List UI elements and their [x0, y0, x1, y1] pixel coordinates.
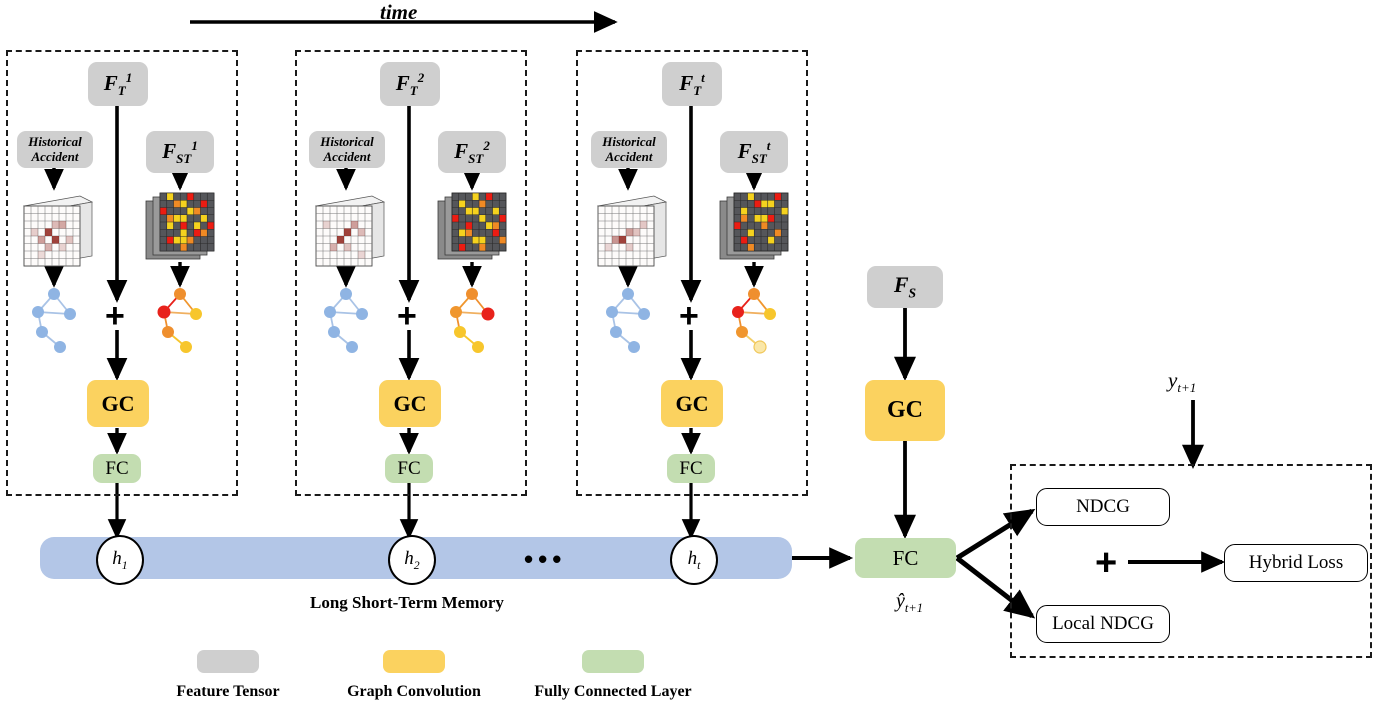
legend-label-graph-convolution: Graph Convolution [347, 683, 481, 700]
fusion-plus-t: + [679, 297, 699, 335]
feature-tensor-FST-t: FSTt [720, 131, 788, 173]
fully-connected-t: FC [667, 454, 715, 483]
local-ndcg-box: Local NDCG [1036, 605, 1170, 643]
feature-tensor-FS: FS [867, 266, 943, 308]
graph-convolution-t: GC [661, 380, 723, 427]
feature-tensor-FST-1: FST1 [146, 131, 214, 173]
fully-connected-2: FC [385, 454, 433, 483]
legend-label-fully-connected: Fully Connected Layer [534, 683, 692, 700]
historical-accident-label-2: Historical Accident [309, 131, 385, 168]
legend-swatch-graph-convolution [383, 650, 445, 673]
fusion-plus-2: + [397, 297, 417, 335]
feature-tensor-FT-2: FT2 [380, 62, 440, 106]
lstm-hidden-state-t: ht [670, 535, 718, 585]
legend-swatch-fully-connected [582, 650, 644, 673]
fusion-plus-1: + [105, 297, 125, 335]
loss-sum-plus: + [1095, 542, 1118, 584]
loss-panel [1010, 464, 1372, 658]
graph-convolution-static: GC [865, 380, 945, 441]
timestep-panel-t [576, 50, 808, 496]
feature-tensor-FT-1: FT1 [88, 62, 148, 106]
ground-truth-label: yt+1 [1168, 368, 1197, 396]
hybrid-loss-box: Hybrid Loss [1224, 544, 1368, 582]
prediction-label: ŷt+1 [896, 590, 923, 615]
feature-tensor-FST-2: FST2 [438, 131, 506, 173]
timestep-panel-2 [295, 50, 527, 496]
fully-connected-1: FC [93, 454, 141, 483]
graph-convolution-1: GC [87, 380, 149, 427]
legend-swatch-feature-tensor [197, 650, 259, 673]
graph-convolution-2: GC [379, 380, 441, 427]
ndcg-box: NDCG [1036, 488, 1170, 526]
historical-accident-label-1: Historical Accident [17, 131, 93, 168]
lstm-caption: Long Short-Term Memory [310, 593, 504, 612]
timestep-panel-1 [6, 50, 238, 496]
lstm-ellipsis: ••• [524, 544, 567, 574]
feature-tensor-FT-t: FTt [662, 62, 722, 106]
lstm-hidden-state-1: h1 [96, 535, 144, 585]
lstm-hidden-state-2: h2 [388, 535, 436, 585]
output-fully-connected: FC [855, 538, 956, 578]
legend-label-feature-tensor: Feature Tensor [176, 683, 280, 700]
time-axis-label: time [380, 0, 418, 24]
historical-accident-label-t: Historical Accident [591, 131, 667, 168]
